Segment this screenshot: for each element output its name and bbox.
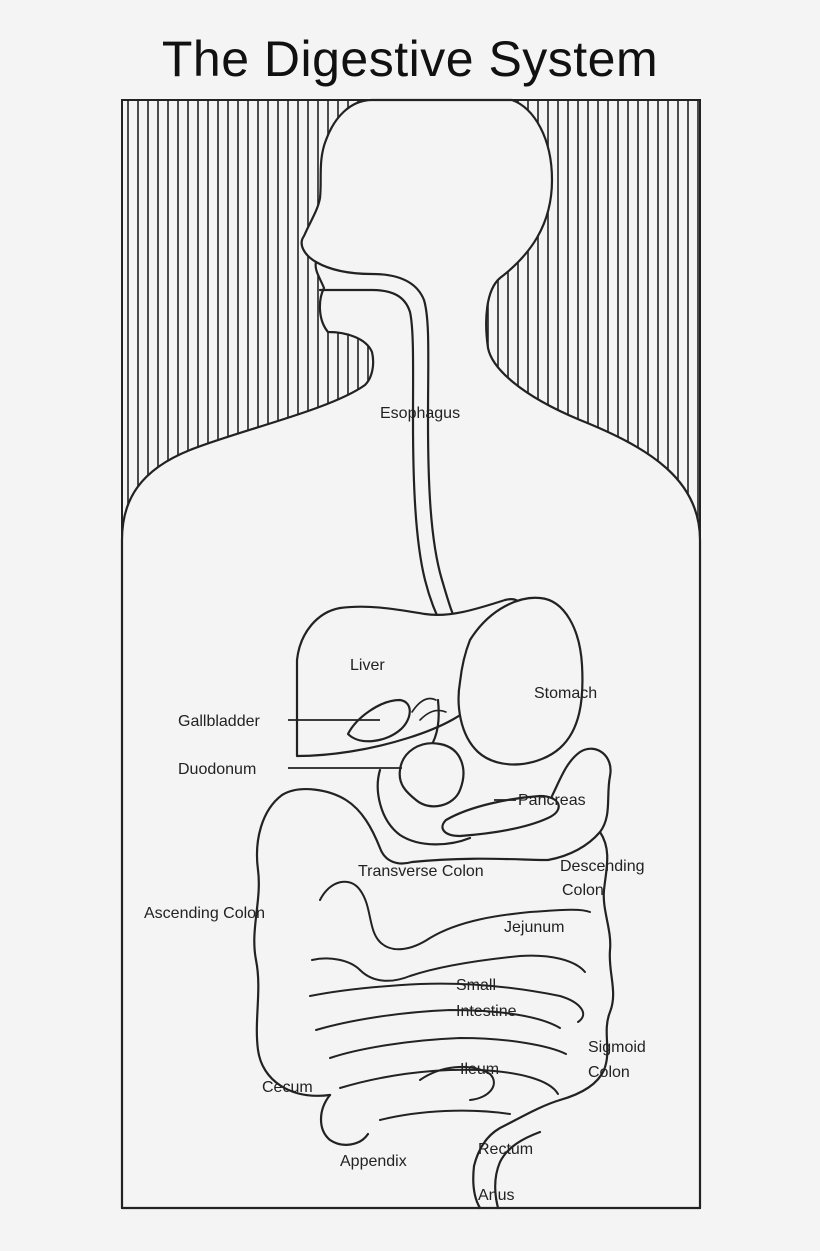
label-sigmoid-colon-1: Sigmoid (588, 1039, 646, 1056)
label-stomach: Stomach (534, 685, 597, 702)
label-anus: Anus (478, 1187, 514, 1204)
label-small-intestine-1: Small (456, 977, 496, 994)
page-title: The Digestive System (161, 31, 659, 87)
label-ascending-colon: Ascending Colon (144, 905, 265, 922)
label-descending-colon-1: Descending (560, 858, 645, 875)
label-transverse-colon: Transverse Colon (358, 863, 484, 880)
label-jejunum: Jejunum (504, 919, 564, 936)
label-small-intestine-2: Intestine (456, 1003, 517, 1020)
label-sigmoid-colon-2: Colon (588, 1064, 630, 1081)
label-duodenum: Duodonum (178, 761, 256, 778)
label-ileum: Ileum (460, 1061, 499, 1078)
label-gallbladder: Gallbladder (178, 713, 261, 730)
small-intestine (309, 880, 591, 1121)
label-appendix: Appendix (340, 1153, 407, 1170)
esophagus-tube (314, 260, 462, 632)
label-cecum: Cecum (262, 1079, 313, 1096)
stomach (457, 596, 584, 766)
label-descending-colon-2: Colon (562, 882, 604, 899)
duodenum (398, 742, 465, 808)
label-pancreas: Pancreas (518, 792, 586, 809)
label-liver: Liver (350, 657, 385, 674)
colon (253, 747, 612, 1097)
label-esophagus: Esophagus (380, 405, 460, 422)
label-rectum: Rectum (478, 1141, 533, 1158)
appendix (319, 1093, 370, 1146)
